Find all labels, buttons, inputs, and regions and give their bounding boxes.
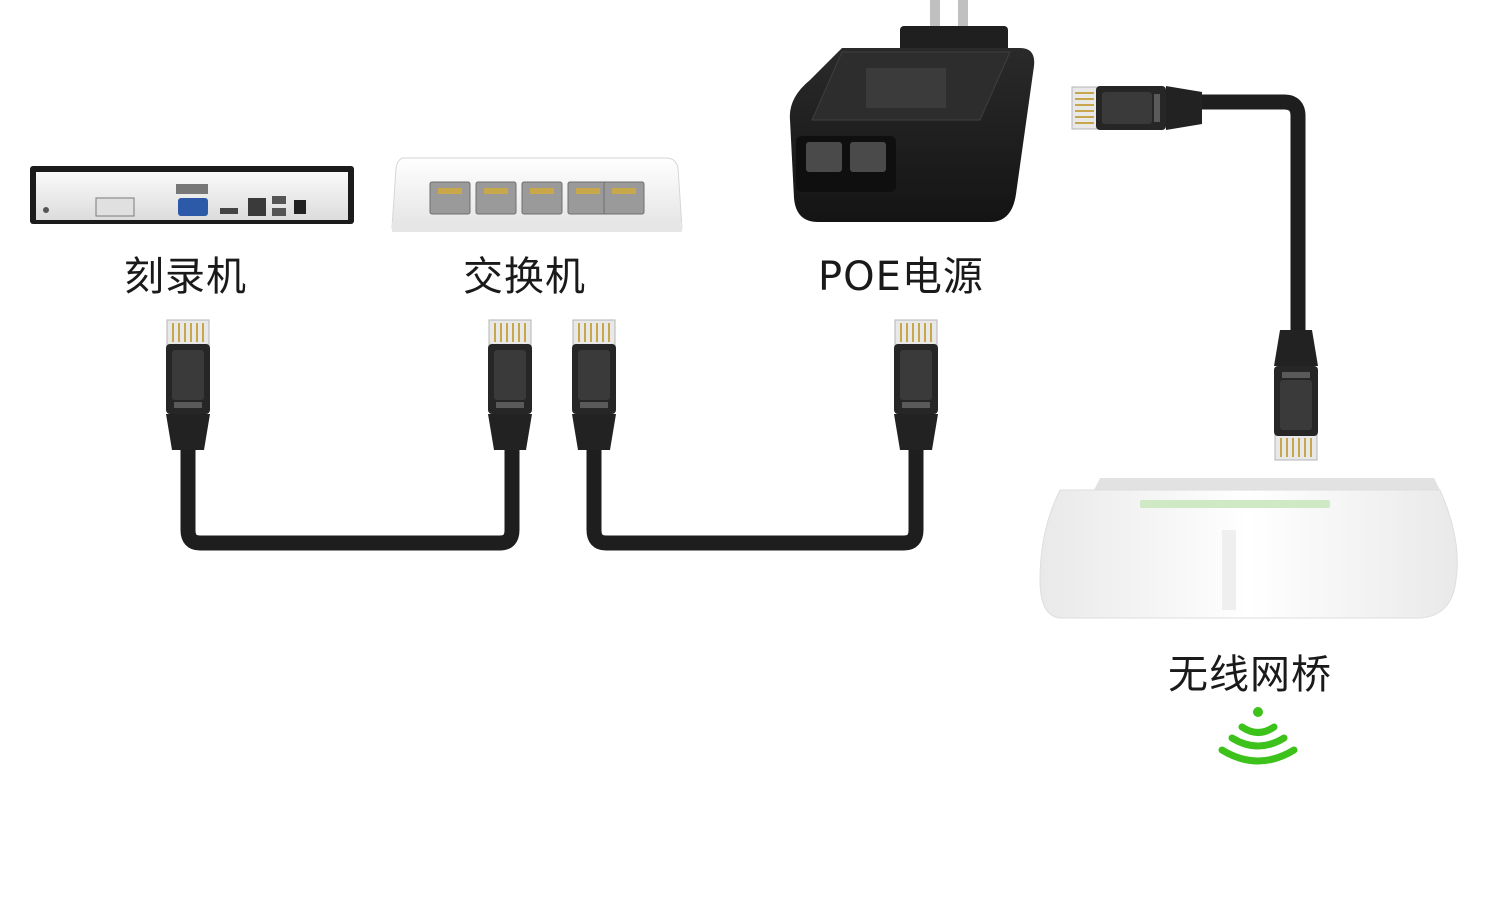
rj45-plug-bridge [1273, 329, 1319, 461]
network-switch-icon [391, 157, 683, 232]
switch-label: 交换机 [463, 254, 586, 300]
rj45-plug-poe [893, 319, 939, 451]
wireless-bridge-icon [1039, 478, 1458, 619]
poe-label: POE电源 [818, 254, 984, 300]
rj45-plug-nvr [165, 319, 211, 451]
nvr-label: 刻录机 [124, 254, 247, 300]
rj45-plug-switch-a [487, 319, 533, 451]
nvr-recorder-icon [30, 166, 354, 224]
rj45-plug-poe-output [1071, 85, 1203, 131]
rj45-plug-switch-b [571, 319, 617, 451]
wifi-signal-icon [1218, 707, 1298, 765]
bridge-label: 无线网桥 [1168, 652, 1332, 698]
ethernet-cable [180, 94, 1306, 551]
poe-power-adapter-icon [789, 0, 1035, 222]
